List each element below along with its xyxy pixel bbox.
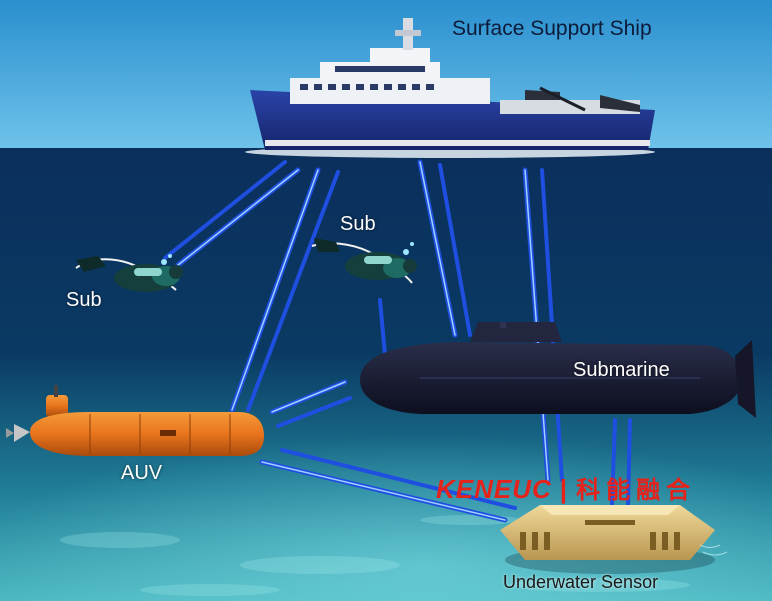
sub-left-label: Sub [66,289,102,311]
auv-label: AUV [121,462,163,484]
brand-cjk: 科能融合 [576,477,697,504]
link-ship-to-auv-2 [246,170,340,412]
link-auv-to-sensor-2 [280,448,517,510]
submarine [360,322,756,418]
link-auv-to-submarine-2 [276,396,352,428]
diver-left [75,254,183,292]
link-right-sub-to-submarine [378,298,387,357]
sensor-label: Underwater Sensor [503,572,659,592]
link-submarine-to-sensor-1 [610,418,617,507]
surface-ship [245,18,655,158]
sub-right-label: Sub [340,213,376,235]
auv [6,385,264,456]
brand-watermark: KENEUC| 科能融合 [436,470,696,505]
link-submarine-to-sensor-2 [626,418,632,507]
link-ship-to-submarine-2 [438,163,472,337]
brand-separator: | [559,474,569,504]
ship-label: Surface Support Ship [452,17,652,40]
submarine-label: Submarine [573,359,670,381]
link-ship-to-left-sub-2 [163,160,287,260]
diver-right [311,238,417,284]
brand-latin: KENEUC [436,474,552,504]
underwater-sensor [500,505,728,574]
